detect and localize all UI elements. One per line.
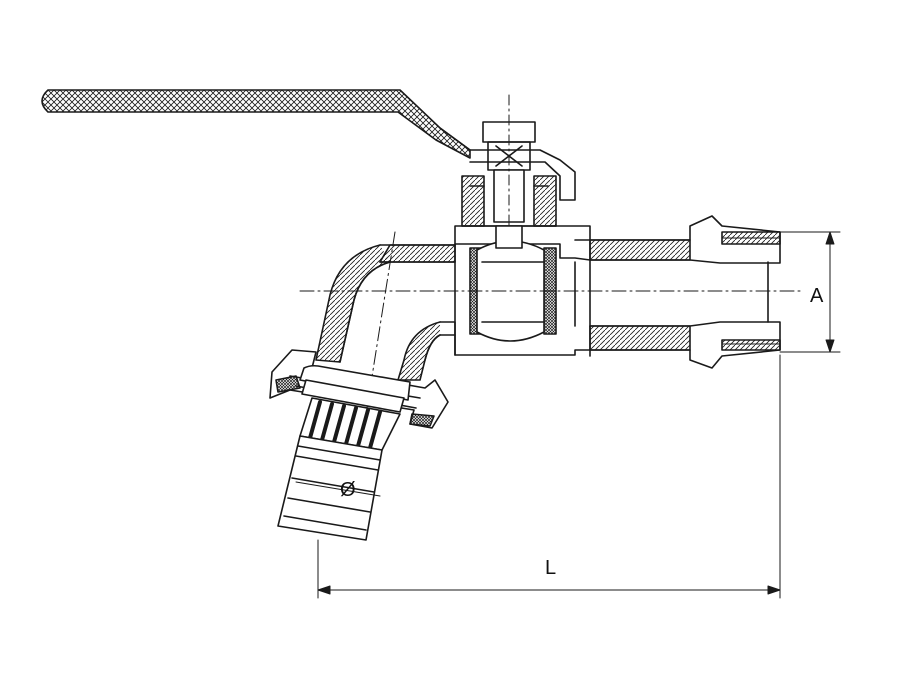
spout-elbow <box>315 231 441 541</box>
bonnet <box>461 175 557 227</box>
dimension-length <box>317 354 781 599</box>
label-thread: A <box>810 285 824 307</box>
coupling-nut <box>269 349 449 429</box>
label-hose-diameter: Ø <box>340 479 356 501</box>
valve-body <box>379 215 781 369</box>
hose-connector <box>277 397 401 541</box>
handle-lever <box>41 89 576 201</box>
dimension-thread <box>779 231 841 353</box>
label-length: L <box>545 557 556 579</box>
dimension-diameter <box>295 481 381 497</box>
